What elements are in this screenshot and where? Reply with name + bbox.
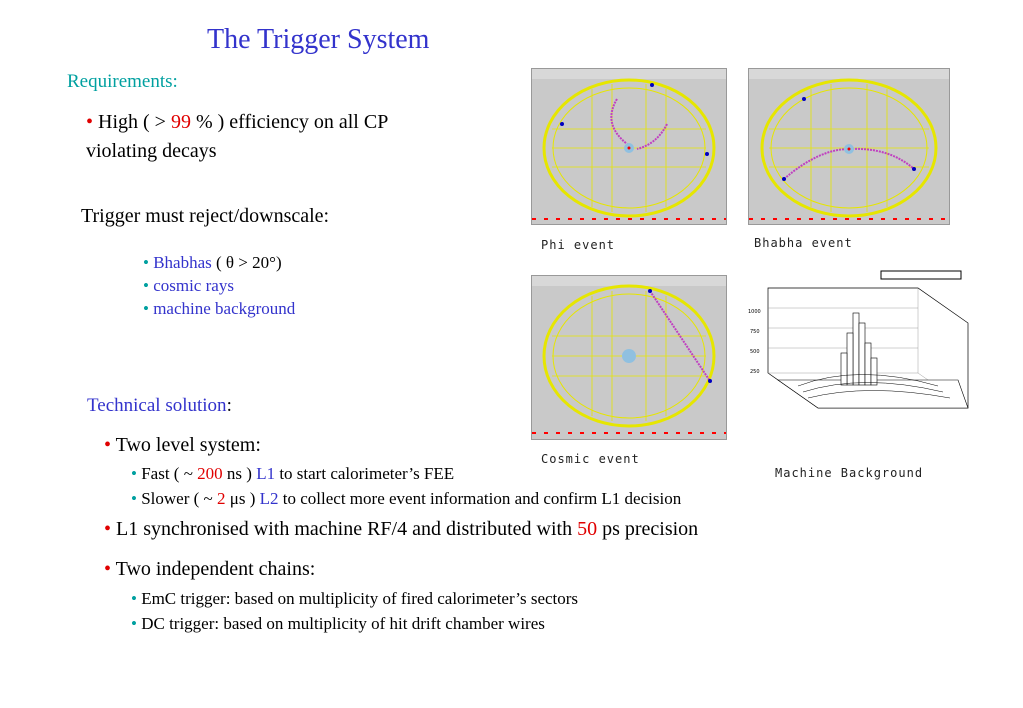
svg-text:500: 500	[750, 349, 760, 355]
cosmic-event-image	[531, 275, 727, 440]
technical-heading: Technical solution:	[87, 395, 232, 416]
l1-sync: • L1 synchronised with machine RF/4 and …	[104, 518, 699, 540]
slower-level: • Slower ( ~ 2 μs ) L2 to collect more e…	[131, 489, 682, 508]
phi-event-caption: Phi event	[541, 238, 616, 252]
bullet-icon: •	[86, 111, 94, 133]
bullet-icon: •	[104, 434, 112, 456]
bhabha-event-caption: Bhabha event	[754, 236, 853, 250]
reject-item-machine: • machine background	[143, 299, 296, 318]
phi-event-image	[531, 68, 727, 225]
page-title: The Trigger System	[207, 24, 430, 55]
dc-trigger: • DC trigger: based on multiplicity of h…	[131, 614, 545, 633]
machine-background-caption: Machine Background	[775, 466, 924, 480]
bullet-icon: •	[104, 558, 112, 580]
efficiency-value: 99	[170, 111, 191, 133]
requirement-efficiency: • High ( > 99 % ) efficiency on all CP	[86, 111, 388, 134]
bullet-icon: •	[104, 518, 112, 540]
svg-text:1000: 1000	[748, 309, 761, 315]
two-chains: • Two independent chains:	[104, 558, 316, 580]
efficiency-suffix: % ) efficiency on all CP	[190, 111, 389, 133]
bhabha-event-image	[748, 68, 950, 225]
bullet-icon: •	[143, 299, 149, 318]
bullet-icon: •	[131, 614, 137, 633]
bullet-icon: •	[131, 464, 137, 483]
svg-text:250: 250	[750, 369, 760, 375]
reject-heading: Trigger must reject/downscale:	[81, 205, 330, 227]
reject-item-bhabhas: • Bhabhas ( θ > 20°)	[143, 253, 282, 272]
bullet-icon: •	[143, 253, 149, 272]
bullet-icon: •	[143, 276, 149, 295]
bullet-icon: •	[131, 589, 137, 608]
emc-trigger: • EmC trigger: based on multiplicity of …	[131, 589, 579, 608]
requirements-heading: Requirements:	[67, 71, 178, 92]
machine-background-plot: 1000 750 500 250	[738, 268, 988, 453]
cosmic-event-caption: Cosmic event	[541, 452, 640, 466]
reject-item-cosmic: • cosmic rays	[143, 276, 234, 295]
fast-level: • Fast ( ~ 200 ns ) L1 to start calorime…	[131, 464, 455, 483]
efficiency-prefix: High ( >	[98, 111, 171, 133]
bullet-icon: •	[131, 489, 137, 508]
svg-text:750: 750	[750, 329, 760, 335]
efficiency-line2: violating decays	[86, 140, 217, 162]
two-level-system: • Two level system:	[104, 434, 261, 456]
